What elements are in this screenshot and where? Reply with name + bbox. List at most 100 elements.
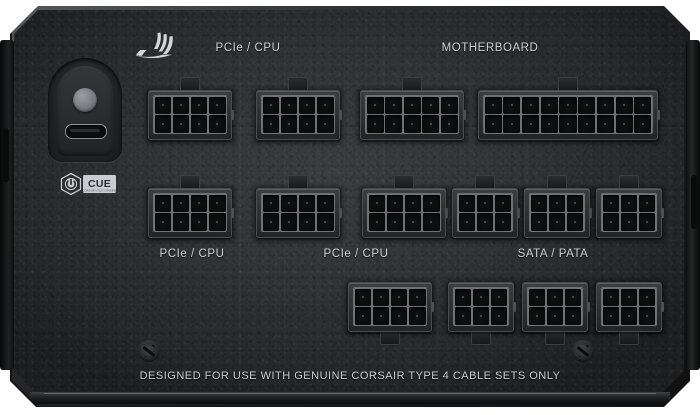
connector-side-notch (231, 110, 234, 120)
connector-pin (564, 288, 582, 306)
connector-pin (620, 307, 638, 325)
connector-pin (546, 288, 564, 306)
panel-bottom-hairline (44, 393, 656, 394)
connector-pin (484, 96, 502, 114)
connector-pin (385, 115, 402, 133)
connector-shell (448, 282, 514, 332)
connector-latch-tab (180, 77, 200, 92)
connector-pin (566, 213, 584, 231)
connector-pin (208, 213, 226, 231)
icue-badge: CUE CORSAIR UTILITY ENGINE (58, 172, 118, 196)
connector-side-notch (231, 208, 234, 218)
connector-shell (148, 90, 232, 140)
connector-peripheral-1[interactable] (348, 282, 434, 345)
connector-side-notch (339, 110, 342, 120)
connector-pin (602, 194, 620, 212)
connector-side-notch (513, 302, 516, 312)
connector-pin (280, 115, 298, 133)
connector-sata-pata-1[interactable] (452, 175, 520, 238)
connector-shell (522, 282, 588, 332)
connector-side-notch (339, 208, 342, 218)
connector-pin (454, 288, 472, 306)
connector-pin-grid (457, 193, 513, 232)
connector-pin (422, 115, 439, 133)
connector-pcie-cpu-1[interactable] (148, 77, 234, 140)
connector-pin (368, 213, 386, 231)
screw-head (577, 345, 589, 357)
connector-pin-grid (453, 287, 509, 326)
connector-pin (403, 96, 421, 114)
connector-pcie-cpu-5[interactable] (362, 175, 448, 238)
connector-motherboard-aux-10pin[interactable] (360, 77, 466, 140)
connector-pcie-cpu-2[interactable] (256, 77, 342, 140)
connector-latch-tab (619, 330, 639, 345)
usb-type-c-tongue (70, 129, 100, 132)
icue-badge-text: CUE (88, 178, 111, 190)
connector-pin (476, 213, 494, 231)
connector-pin (638, 213, 656, 231)
connector-pin (494, 213, 512, 231)
connector-pin (422, 213, 440, 231)
connector-pin (620, 288, 638, 306)
connector-pin-grid (353, 287, 427, 326)
connector-pin (634, 115, 652, 133)
connector-pcie-cpu-3[interactable] (148, 175, 234, 238)
connector-pin (494, 194, 512, 212)
connector-pin (208, 96, 226, 114)
connector-side-notch (463, 110, 466, 120)
connector-pin (408, 288, 426, 306)
connector-pin-grid (483, 95, 653, 134)
connector-pin (440, 115, 458, 133)
connector-sata-pata-3[interactable] (596, 175, 664, 238)
phillips-screw-icon (138, 340, 160, 362)
connector-peripheral-2[interactable] (448, 282, 516, 345)
connector-pin (316, 194, 334, 212)
connector-pin (386, 194, 404, 212)
connector-latch-tab (471, 330, 491, 345)
panel-left-rail (0, 40, 14, 370)
connector-side-notch (587, 302, 590, 312)
connector-shell (478, 90, 658, 140)
connector-peripheral-3[interactable] (522, 282, 590, 345)
connector-side-notch (517, 208, 520, 218)
connector-pin (638, 194, 656, 212)
connector-pin (372, 307, 390, 325)
connector-pin (154, 115, 172, 133)
connector-pin (280, 213, 298, 231)
connector-latch-tab (545, 330, 565, 345)
connector-shell (256, 90, 340, 140)
connector-pin (564, 307, 582, 325)
power-led-indicator[interactable] (73, 88, 97, 112)
connector-latch-tab (180, 175, 200, 190)
connector-peripheral-4[interactable] (596, 282, 664, 345)
connector-motherboard-24pin[interactable] (478, 77, 660, 140)
connector-pin (454, 307, 472, 325)
connector-pcie-cpu-4[interactable] (256, 175, 342, 238)
connector-pin-grid (527, 287, 583, 326)
connector-pin (208, 115, 226, 133)
connector-pin (472, 288, 490, 306)
connector-pin-grid (365, 95, 459, 134)
connector-shell (596, 188, 662, 238)
connector-side-notch (657, 110, 660, 120)
connector-pin (190, 194, 208, 212)
connector-pin-grid (261, 95, 335, 134)
connector-pin (298, 194, 316, 212)
connector-latch-tab (547, 175, 567, 190)
connector-pin (578, 96, 596, 114)
connector-pin (530, 213, 548, 231)
screw-head (143, 345, 155, 357)
connector-pin (390, 288, 408, 306)
connector-pin (540, 115, 558, 133)
connector-pin (422, 194, 440, 212)
connector-sata-pata-2[interactable] (524, 175, 592, 238)
corsair-sails-icon (130, 30, 182, 60)
connector-pin (634, 96, 652, 114)
connector-shell (524, 188, 590, 238)
connector-pin (458, 194, 476, 212)
connector-pin (316, 213, 334, 231)
connector-pin-grid (153, 193, 227, 232)
connector-pin (316, 96, 334, 114)
connector-side-notch (445, 208, 448, 218)
